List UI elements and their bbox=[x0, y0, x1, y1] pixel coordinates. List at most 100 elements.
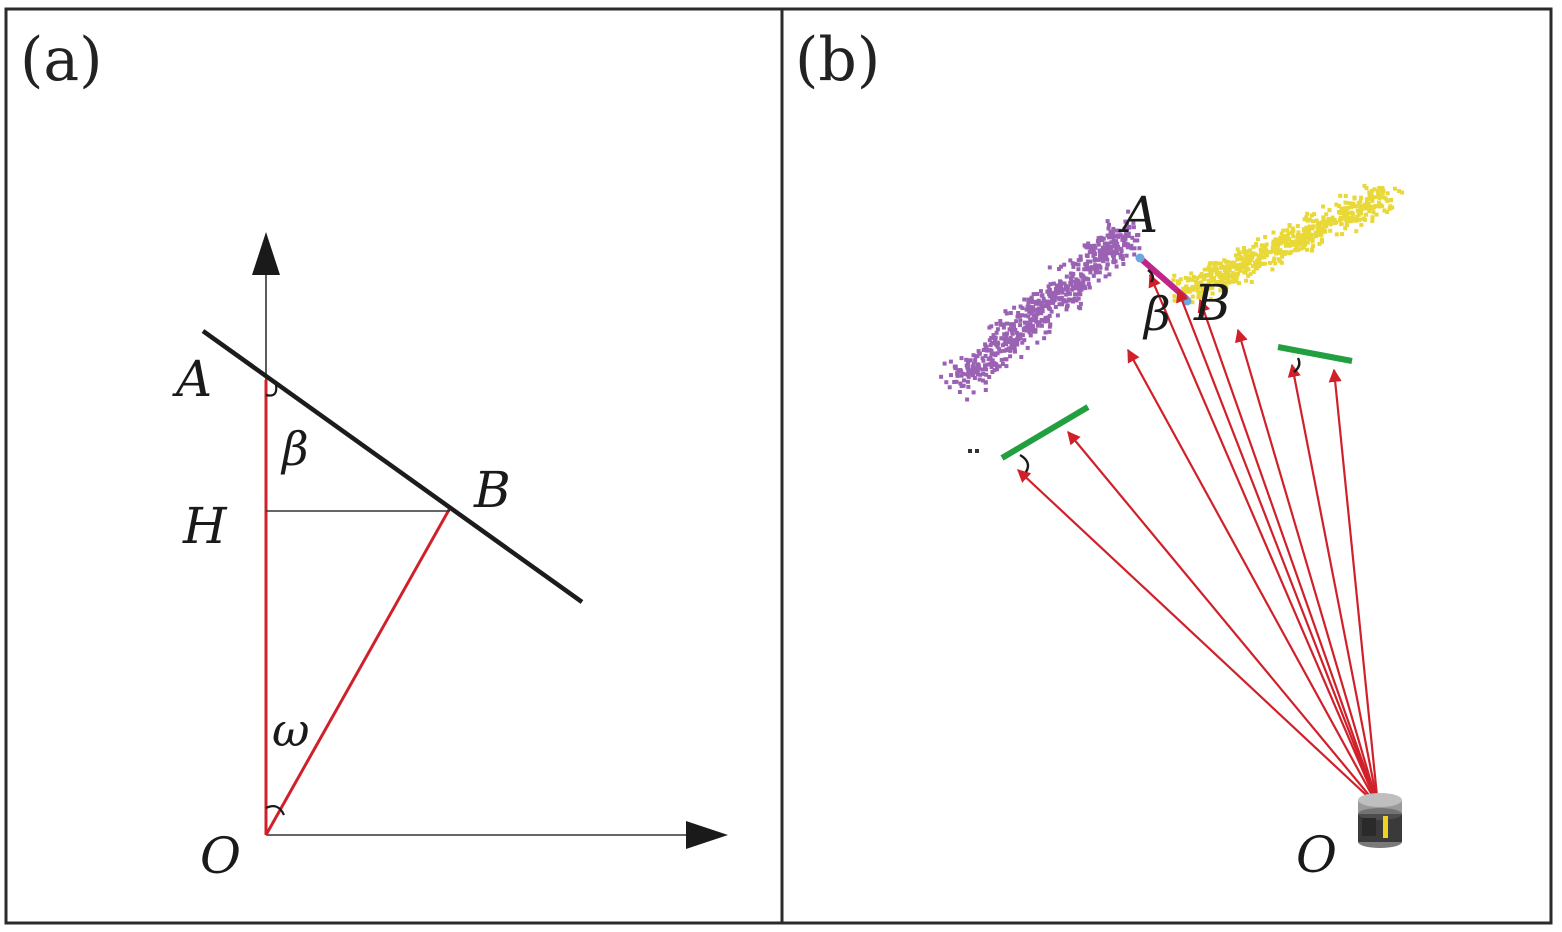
cloud-point bbox=[1046, 303, 1051, 308]
cloud-point bbox=[1204, 273, 1208, 278]
cloud-point bbox=[1059, 284, 1063, 289]
panel-a-label: (a) bbox=[20, 25, 103, 95]
cloud-point bbox=[1344, 221, 1349, 226]
cloud-point bbox=[1271, 230, 1276, 235]
cloud-point bbox=[1273, 237, 1278, 242]
cloud-point bbox=[1189, 271, 1194, 276]
cloud-point bbox=[1004, 311, 1009, 316]
cloud-point bbox=[1028, 318, 1033, 323]
cloud-point bbox=[1305, 247, 1309, 252]
cloud-point bbox=[1084, 276, 1089, 281]
cloud-point bbox=[1352, 204, 1357, 209]
cloud-point bbox=[1172, 294, 1177, 299]
cloud-point bbox=[1047, 287, 1052, 292]
cloud-point bbox=[1046, 319, 1051, 324]
cloud-point bbox=[1086, 282, 1091, 286]
cloud-point bbox=[1010, 330, 1015, 335]
cloud-point bbox=[1275, 238, 1280, 243]
cloud-point bbox=[1369, 194, 1374, 199]
cloud-point bbox=[977, 377, 982, 382]
cloud-point bbox=[983, 347, 988, 352]
cloud-point bbox=[1000, 362, 1005, 366]
cloud-point bbox=[1039, 300, 1044, 305]
cloud-point bbox=[1255, 266, 1260, 270]
cloud-point bbox=[1177, 280, 1182, 285]
cloud-point bbox=[984, 372, 989, 377]
cloud-point bbox=[1285, 228, 1290, 233]
cloud-point bbox=[1059, 264, 1063, 269]
cloud-point bbox=[1235, 247, 1240, 252]
cloud-point bbox=[1317, 230, 1322, 235]
cloud-point bbox=[1112, 241, 1117, 246]
cloud-point bbox=[952, 380, 957, 384]
cloud-point bbox=[1244, 278, 1249, 283]
cloud-point bbox=[1235, 257, 1240, 262]
cloud-point bbox=[1109, 240, 1114, 245]
cloud-point bbox=[969, 368, 974, 373]
cloud-point bbox=[1026, 297, 1031, 302]
cloud-point bbox=[1027, 309, 1032, 314]
cloud-point bbox=[1073, 292, 1078, 297]
cloud-point bbox=[954, 379, 959, 384]
cloud-point bbox=[1015, 314, 1020, 319]
cloud-point bbox=[1013, 327, 1018, 332]
cloud-point bbox=[1011, 322, 1016, 327]
cloud-point bbox=[1108, 229, 1113, 234]
laser-ray bbox=[1067, 430, 1379, 807]
cloud-point bbox=[1223, 281, 1228, 286]
cloud-point bbox=[1264, 248, 1269, 253]
cloud-point bbox=[1099, 236, 1104, 241]
cloud-point bbox=[1319, 237, 1324, 242]
cloud-point bbox=[1218, 265, 1223, 270]
cloud-point bbox=[1111, 259, 1116, 264]
cloud-point bbox=[1062, 262, 1067, 267]
cloud-point bbox=[1279, 231, 1284, 236]
cloud-point bbox=[1345, 214, 1350, 219]
cloud-point bbox=[1029, 298, 1034, 303]
cloud-point bbox=[1190, 284, 1195, 289]
cloud-point bbox=[1309, 232, 1314, 237]
cloud-point bbox=[1225, 259, 1230, 264]
cloud-point bbox=[1366, 201, 1371, 206]
cloud-point bbox=[1358, 210, 1363, 215]
cloud-point bbox=[1294, 239, 1299, 244]
cloud-point bbox=[1072, 296, 1077, 301]
cloud-point bbox=[1002, 348, 1007, 353]
cloud-point bbox=[1320, 220, 1325, 225]
cloud-point bbox=[1277, 250, 1282, 255]
cloud-point bbox=[1037, 320, 1042, 325]
cloud-point bbox=[1033, 301, 1038, 306]
cloud-point bbox=[1184, 284, 1189, 289]
cloud-point bbox=[1022, 338, 1027, 343]
cloud-point bbox=[1056, 287, 1061, 292]
cloud-point bbox=[1296, 230, 1301, 235]
cloud-point bbox=[1364, 212, 1369, 217]
cloud-point bbox=[1278, 237, 1283, 242]
cloud-point bbox=[1377, 196, 1382, 201]
cloud-point bbox=[992, 341, 996, 346]
cloud-point bbox=[1365, 205, 1370, 210]
laser-ray bbox=[1127, 348, 1379, 807]
angle-mark-right bbox=[1293, 357, 1301, 373]
cloud-point bbox=[989, 348, 994, 353]
cloud-point bbox=[1249, 280, 1254, 284]
cloud-point bbox=[1097, 248, 1102, 253]
cloud-point bbox=[1084, 253, 1089, 258]
cloud-point bbox=[1111, 244, 1116, 249]
cloud-point bbox=[998, 322, 1003, 327]
cloud-point bbox=[1278, 248, 1282, 253]
cloud-point bbox=[987, 375, 992, 379]
cloud-point bbox=[1357, 217, 1362, 222]
stray-point bbox=[968, 449, 972, 453]
cloud-point bbox=[1021, 327, 1026, 332]
cloud-point bbox=[977, 365, 982, 370]
cloud-point bbox=[1213, 280, 1218, 284]
cloud-point bbox=[990, 358, 995, 363]
cloud-point bbox=[1019, 355, 1024, 359]
cloud-point bbox=[1310, 237, 1315, 242]
cloud-point bbox=[1276, 257, 1281, 262]
point-A-label-b: A bbox=[1118, 186, 1158, 244]
cloud-point bbox=[1282, 234, 1287, 239]
cloud-point bbox=[1022, 297, 1027, 302]
cloud-point bbox=[1065, 303, 1070, 308]
